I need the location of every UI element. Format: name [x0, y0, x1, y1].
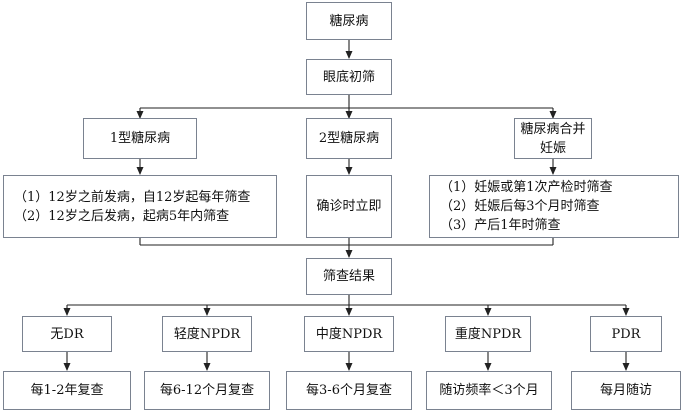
node-type1-screening-rules: （1）12岁之前发病，自12岁起每年筛查 （2）12岁之后发病，起病5年内筛查 [3, 175, 277, 238]
node-type1-label: 1型糖尿病 [109, 131, 171, 146]
followup-3-label: 每3-6个月复查 [306, 383, 392, 398]
followup-1-label: 每1-2年复查 [30, 383, 104, 398]
pregnancy-rule-1: （1）妊娠或第1次产检时筛查 [440, 180, 613, 195]
node-diabetes-with-pregnancy: 糖尿病合并 妊娠 [514, 118, 592, 159]
node-type2-diabetes: 2型糖尿病 [306, 118, 392, 159]
followup-2-label: 每6-12个月复查 [159, 383, 255, 398]
node-followup-pdr: 每月随访 [571, 371, 681, 410]
node-type2-screening-rule: 确诊时立即 [306, 175, 392, 238]
node-screening-result-label: 筛查结果 [322, 269, 375, 284]
node-followup-moderate-npdr: 每3-6个月复查 [286, 371, 412, 410]
node-grade-moderate-npdr: 中度NPDR [304, 316, 394, 352]
node-fundus-screening-label: 眼底初筛 [322, 69, 375, 85]
node-followup-no-dr: 每1-2年复查 [3, 371, 131, 410]
node-diabetes: 糖尿病 [306, 2, 392, 40]
pregnancy-rule-3: （3）产后1年时筛查 [440, 218, 561, 233]
pregnancy-rule-2: （2）妊娠后每3个月时筛查 [440, 199, 600, 214]
type1-rule-1: （1）12岁之前发病，自12岁起每年筛查 [14, 189, 251, 205]
grade-4-label: 重度NPDR [454, 326, 522, 342]
grade-2-label: 轻度NPDR [173, 326, 241, 342]
node-diabetes-label: 糖尿病 [329, 13, 369, 29]
node-grade-severe-npdr: 重度NPDR [445, 316, 531, 352]
node-followup-mild-npdr: 每6-12个月复查 [144, 371, 270, 410]
node-type1-diabetes: 1型糖尿病 [83, 118, 197, 159]
node-grade-mild-npdr: 轻度NPDR [162, 316, 252, 352]
node-pregnancy-label-line1: 糖尿病合并 [520, 121, 586, 137]
grade-3-label: 中度NPDR [315, 326, 383, 342]
followup-5-label: 每月随访 [599, 383, 652, 398]
node-pregnancy-screening-rules: （1）妊娠或第1次产检时筛查 （2）妊娠后每3个月时筛查 （3）产后1年时筛查 [429, 175, 679, 238]
followup-4-label: 随访频率＜3个月 [439, 383, 539, 398]
grade-5-label: PDR [611, 326, 641, 342]
node-followup-severe-npdr: 随访频率＜3个月 [426, 371, 552, 410]
node-pregnancy-label-line2: 妊娠 [539, 140, 566, 156]
node-fundus-screening: 眼底初筛 [306, 59, 392, 95]
grade-1-label: 无DR [50, 326, 84, 342]
type1-rule-2: （2）12岁之后发病，起病5年内筛查 [14, 208, 230, 224]
node-type2-label: 2型糖尿病 [318, 131, 380, 146]
node-grade-no-dr: 无DR [22, 316, 112, 352]
node-grade-pdr: PDR [590, 316, 662, 352]
type2-rule: 确诊时立即 [316, 199, 382, 214]
node-screening-result: 筛查结果 [306, 258, 392, 295]
